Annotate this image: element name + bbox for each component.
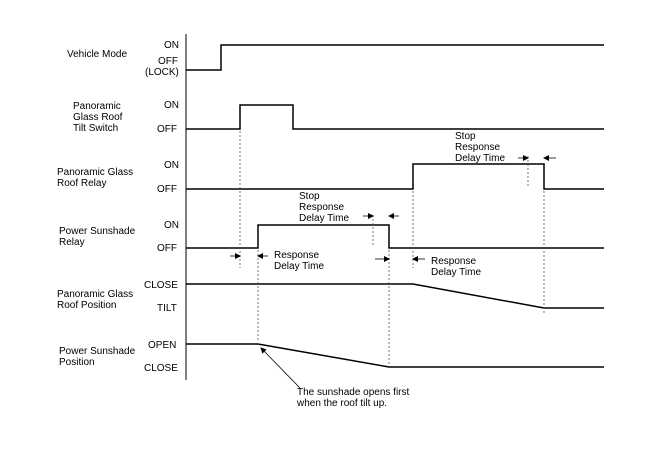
tilt-switch-row: Panoramic Glass Roof Tilt Switch ON OFF: [73, 100, 604, 135]
tilt-switch-state-off: OFF: [157, 124, 177, 135]
tilt-switch-state-on: ON: [164, 100, 179, 111]
stop-delay-1-line-3: Delay Time: [299, 213, 349, 224]
guide-lines: [239, 131, 545, 365]
stop-delay-1-label: Stop Response Delay Time: [299, 191, 349, 224]
response-delay-1-line-1: Response: [274, 250, 319, 261]
tilt-switch-label-line-2: Glass Roof: [73, 112, 123, 123]
vehicle-mode-label-line-1: Vehicle Mode: [67, 49, 127, 60]
sunshade-position-label-line-1: Power Sunshade: [59, 346, 136, 357]
stop-delay-2-line-2: Response: [455, 142, 500, 153]
sunshade-relay-label-line-2: Relay: [59, 237, 85, 248]
vehicle-mode-state-lock: (LOCK): [145, 67, 179, 78]
stop-delay-1-line-1: Stop: [299, 191, 320, 202]
sunshade-position-row: Power Sunshade Position OPEN CLOSE: [59, 340, 604, 374]
delay-arrows: [230, 155, 556, 262]
sunshade-position-label-line-2: Position: [59, 357, 95, 368]
response-delay-1-line-2: Delay Time: [274, 261, 324, 272]
tilt-switch-waveform: [186, 104, 604, 130]
sunshade-relay-label-line-1: Power Sunshade: [59, 226, 136, 237]
response-delay-2-label: Response Delay Time: [431, 256, 481, 278]
roof-relay-label-line-2: Roof Relay: [57, 178, 106, 189]
response-delay-1-label: Response Delay Time: [274, 250, 324, 272]
vehicle-mode-waveform: [186, 44, 604, 71]
roof-relay-row: Panoramic Glass Roof Relay ON OFF: [57, 160, 604, 195]
roof-relay-state-off: OFF: [157, 184, 177, 195]
sunshade-relay-state-off: OFF: [157, 243, 177, 254]
roof-relay-waveform: [186, 163, 604, 190]
vehicle-mode-state-off: OFF: [158, 56, 178, 67]
sunshade-position-state-open: OPEN: [148, 340, 176, 351]
stop-delay-1-line-2: Response: [299, 202, 344, 213]
vehicle-mode-state-on: ON: [164, 40, 179, 51]
response-delay-2-line-2: Delay Time: [431, 267, 481, 278]
stop-delay-2-label: Stop Response Delay Time: [455, 131, 505, 164]
roof-position-waveform: [186, 283, 604, 309]
response-delay-2-line-1: Response: [431, 256, 476, 267]
roof-position-row: Panoramic Glass Roof Position CLOSE TILT: [57, 280, 604, 314]
roof-position-state-tilt: TILT: [157, 303, 177, 314]
stop-delay-2-line-1: Stop: [455, 131, 476, 142]
note-leader-arrow: [260, 347, 301, 389]
stop-delay-2-line-3: Delay Time: [455, 153, 505, 164]
roof-relay-state-on: ON: [164, 160, 179, 171]
sunshade-position-waveform: [186, 343, 604, 368]
note-line-1: The sunshade opens first: [297, 387, 410, 398]
sunshade-position-state-close: CLOSE: [144, 363, 178, 374]
roof-position-label-line-2: Roof Position: [57, 300, 116, 311]
sunshade-relay-state-on: ON: [164, 220, 179, 231]
vehicle-mode-row: Vehicle Mode ON OFF (LOCK): [67, 40, 604, 78]
sunshade-relay-waveform: [186, 224, 604, 249]
note-label: The sunshade opens first when the roof t…: [296, 387, 410, 409]
roof-position-state-close: CLOSE: [144, 280, 178, 291]
note-line-2: when the roof tilt up.: [296, 398, 387, 409]
tilt-switch-label-line-3: Tilt Switch: [73, 123, 118, 134]
roof-position-label-line-1: Panoramic Glass: [57, 289, 133, 300]
tilt-switch-label-line-1: Panoramic: [73, 101, 121, 112]
roof-relay-label-line-1: Panoramic Glass: [57, 167, 133, 178]
sunshade-relay-row: Power Sunshade Relay ON OFF: [59, 220, 604, 254]
